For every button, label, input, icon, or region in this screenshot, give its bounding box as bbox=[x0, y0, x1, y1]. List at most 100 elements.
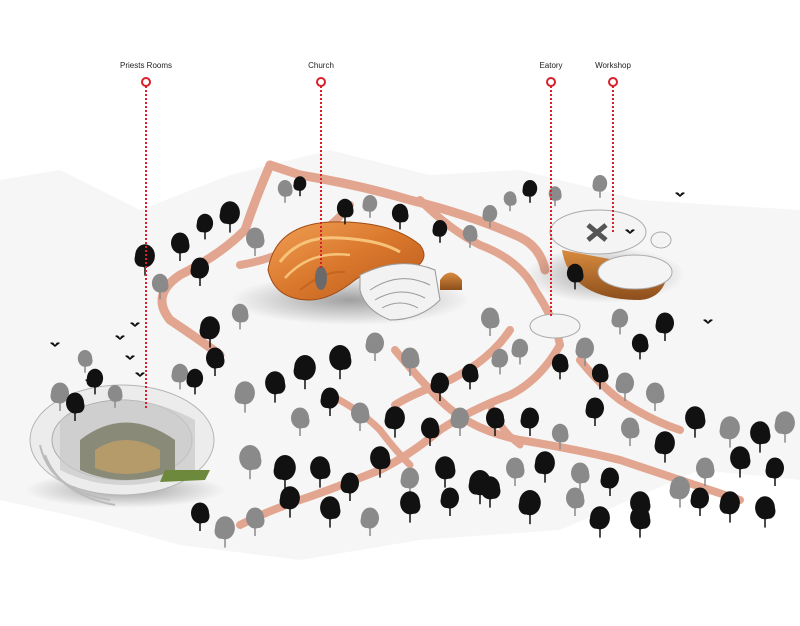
tree bbox=[430, 372, 449, 401]
bird-icon bbox=[125, 355, 135, 360]
tree-group bbox=[50, 175, 795, 548]
tree bbox=[279, 486, 300, 518]
bird-icon bbox=[130, 322, 140, 327]
tree bbox=[592, 175, 608, 198]
tree bbox=[440, 487, 459, 516]
tree bbox=[107, 385, 123, 408]
tree bbox=[351, 402, 370, 431]
tree bbox=[585, 397, 604, 426]
tree bbox=[234, 381, 255, 413]
tree bbox=[575, 337, 594, 366]
bird-group bbox=[50, 192, 713, 384]
tree bbox=[190, 257, 209, 286]
tree bbox=[522, 180, 538, 203]
tree bbox=[611, 308, 629, 335]
tree bbox=[191, 502, 210, 531]
tree bbox=[481, 307, 500, 336]
tree bbox=[719, 416, 740, 448]
tree bbox=[265, 371, 286, 403]
tree bbox=[273, 455, 296, 490]
tree bbox=[384, 406, 405, 438]
tree bbox=[370, 446, 391, 478]
tree bbox=[480, 476, 501, 508]
tree bbox=[685, 406, 706, 438]
tree bbox=[548, 186, 562, 207]
tree bbox=[518, 490, 541, 525]
bird-icon bbox=[135, 372, 145, 377]
label-church: Church bbox=[308, 61, 334, 70]
tree bbox=[277, 180, 293, 203]
priests-rooms-building bbox=[25, 384, 225, 508]
label-workshop: Workshop bbox=[595, 61, 631, 70]
tree bbox=[655, 312, 674, 341]
bird-icon bbox=[625, 229, 635, 234]
tree bbox=[293, 176, 307, 197]
priests-rooms-pin bbox=[141, 77, 151, 410]
tree bbox=[239, 445, 262, 480]
tree bbox=[320, 387, 339, 416]
tree bbox=[77, 350, 93, 373]
tree bbox=[362, 195, 378, 218]
tree bbox=[400, 467, 419, 496]
tree bbox=[503, 191, 517, 212]
tree bbox=[750, 421, 771, 453]
tree bbox=[401, 347, 420, 376]
tree bbox=[621, 417, 640, 446]
eatory-workshop-buildings bbox=[525, 209, 685, 339]
tree bbox=[461, 363, 479, 390]
tree bbox=[365, 332, 384, 361]
tree bbox=[66, 392, 85, 421]
tree bbox=[171, 232, 190, 261]
tree bbox=[320, 496, 341, 528]
tree bbox=[50, 382, 69, 411]
bird-icon bbox=[675, 192, 685, 197]
tree bbox=[329, 345, 352, 380]
tree bbox=[450, 407, 469, 436]
tree bbox=[482, 205, 498, 228]
tree bbox=[571, 462, 590, 491]
tree bbox=[615, 372, 634, 401]
tree bbox=[293, 355, 316, 390]
tree bbox=[506, 457, 525, 486]
tree bbox=[719, 491, 740, 523]
tree bbox=[600, 467, 619, 496]
tree bbox=[310, 456, 331, 488]
tree bbox=[231, 303, 249, 330]
tree bbox=[654, 431, 675, 463]
church-pin bbox=[316, 77, 326, 270]
tree bbox=[206, 347, 225, 376]
tree bbox=[696, 457, 715, 486]
tree bbox=[520, 407, 539, 436]
tree bbox=[435, 456, 456, 488]
tree bbox=[421, 417, 440, 446]
tree bbox=[551, 353, 569, 380]
tree bbox=[646, 382, 665, 411]
tree bbox=[765, 457, 784, 486]
workshop-pin bbox=[608, 77, 618, 232]
tree bbox=[534, 451, 555, 483]
church-building bbox=[230, 221, 470, 325]
bird-icon bbox=[85, 379, 95, 384]
bird-icon bbox=[50, 342, 60, 347]
tree bbox=[400, 491, 421, 523]
tree bbox=[199, 316, 220, 348]
tree bbox=[214, 516, 235, 548]
tree bbox=[432, 220, 448, 243]
tree bbox=[511, 338, 529, 365]
tree bbox=[246, 507, 265, 536]
tree bbox=[566, 263, 584, 290]
tree bbox=[360, 507, 379, 536]
tree bbox=[491, 348, 509, 375]
tree bbox=[462, 225, 478, 248]
tree bbox=[486, 407, 505, 436]
eatory-pin bbox=[546, 77, 556, 318]
tree bbox=[630, 506, 651, 538]
tree bbox=[669, 476, 690, 508]
tree bbox=[551, 423, 569, 450]
tree bbox=[340, 472, 359, 501]
tree bbox=[755, 496, 776, 528]
tree bbox=[219, 201, 240, 233]
tree bbox=[631, 333, 649, 360]
tree bbox=[186, 368, 204, 395]
